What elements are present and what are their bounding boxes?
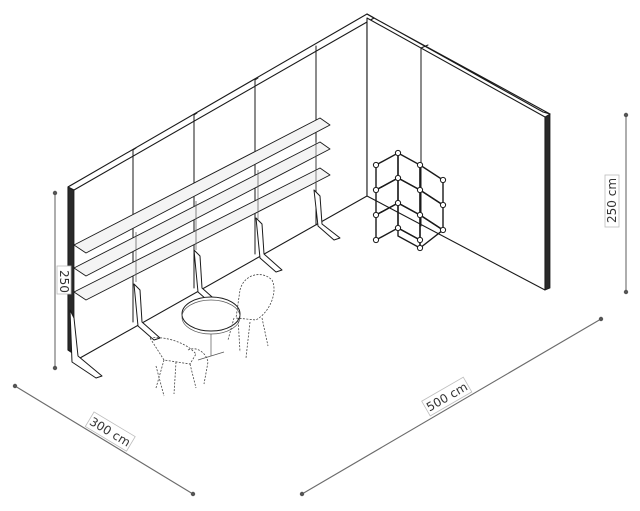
dimension-width: 300 cm bbox=[12, 383, 196, 497]
dimension-length: 500 cm bbox=[299, 316, 604, 497]
cube-shelf-unit bbox=[372, 149, 447, 252]
right-wall bbox=[366, 13, 551, 291]
height-right-label: 250 cm bbox=[605, 178, 619, 223]
dimension-height-left: 250 bbox=[52, 190, 72, 371]
height-left-label: 250 bbox=[57, 270, 71, 293]
chairs bbox=[149, 274, 275, 397]
dimension-height-right: 250 cm bbox=[604, 112, 629, 295]
round-table bbox=[181, 296, 241, 361]
wall-shelving bbox=[69, 117, 341, 379]
